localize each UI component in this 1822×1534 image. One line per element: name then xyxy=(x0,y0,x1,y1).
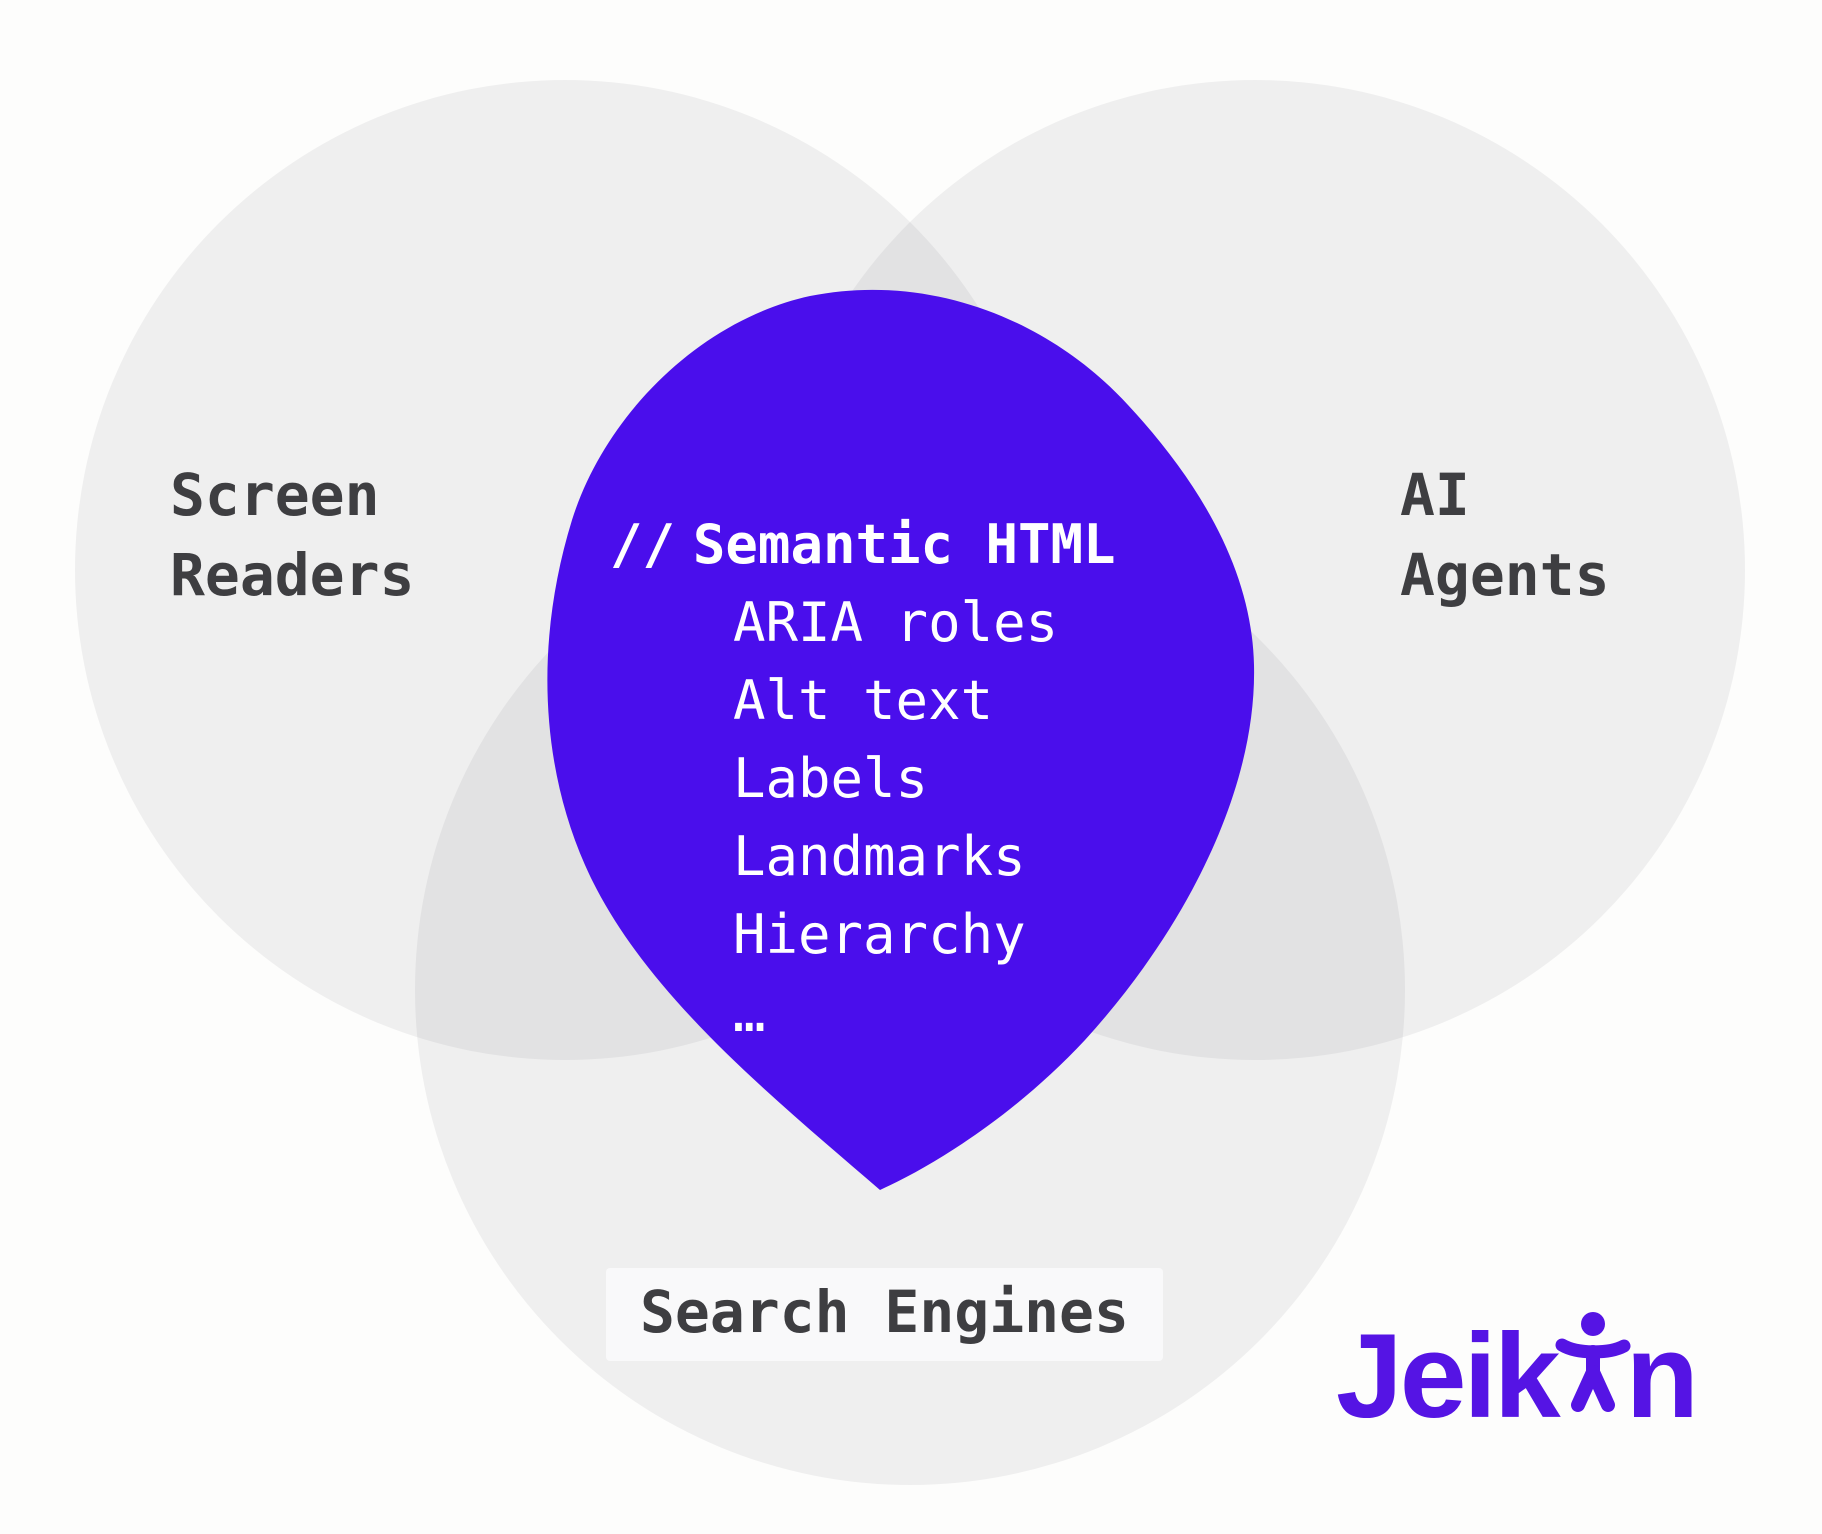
intersection-title: Semantic HTML xyxy=(692,513,1116,576)
set-label-screen-readers: Screen Readers xyxy=(170,455,414,615)
set-label-line: Search Engines xyxy=(640,1278,1129,1346)
set-label-ai-agents: AI Agents xyxy=(1400,455,1610,615)
set-label-line: Readers xyxy=(170,541,415,609)
set-label-line: Agents xyxy=(1400,541,1610,609)
intersection-item: Hierarchy xyxy=(733,903,1026,966)
brand-logo: Jeik n xyxy=(1336,1309,1699,1443)
set-label-search-engines: Search Engines xyxy=(606,1268,1163,1361)
code-comment-prefix: // xyxy=(610,513,676,576)
logo-text-before: Jeik xyxy=(1336,1309,1561,1443)
intersection-heading: // Semantic HTML xyxy=(610,506,1116,584)
intersection-item: Landmarks xyxy=(733,825,1026,888)
intersection-content: // Semantic HTML ARIA roles Alt text Labe… xyxy=(610,506,1116,1052)
intersection-item: ARIA roles xyxy=(733,591,1059,654)
set-label-line: Screen xyxy=(170,461,380,529)
intersection-item: Alt text xyxy=(733,669,994,732)
set-label-line: AI xyxy=(1400,461,1470,529)
logo-text-after: n xyxy=(1625,1309,1699,1443)
accessibility-person-icon xyxy=(1555,1312,1631,1412)
intersection-item: Labels xyxy=(733,747,929,810)
intersection-item-ellipsis: … xyxy=(733,981,766,1044)
